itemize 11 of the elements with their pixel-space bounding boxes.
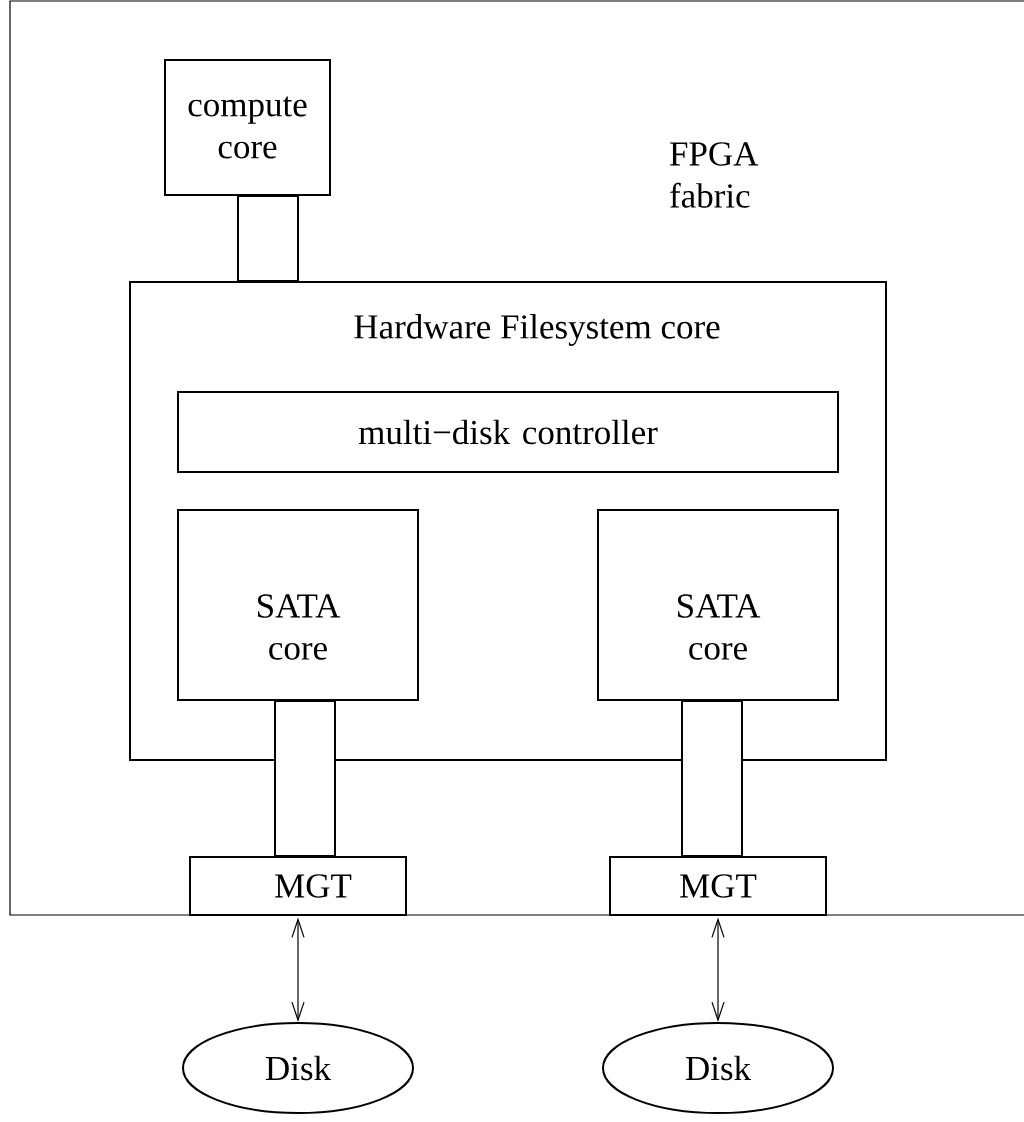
block-box: SATA core [177, 509, 419, 701]
block-box: multi−disk controller [177, 391, 839, 473]
block-box: MGT [609, 856, 827, 916]
arrow [291, 917, 305, 1022]
block-box: compute core [164, 59, 331, 196]
arrow [711, 917, 725, 1022]
block-box: MGT [189, 856, 407, 916]
block-box: SATA core [597, 509, 839, 701]
bus-channel [274, 700, 336, 857]
bus-channel [681, 700, 743, 857]
bus-channel [237, 195, 299, 282]
